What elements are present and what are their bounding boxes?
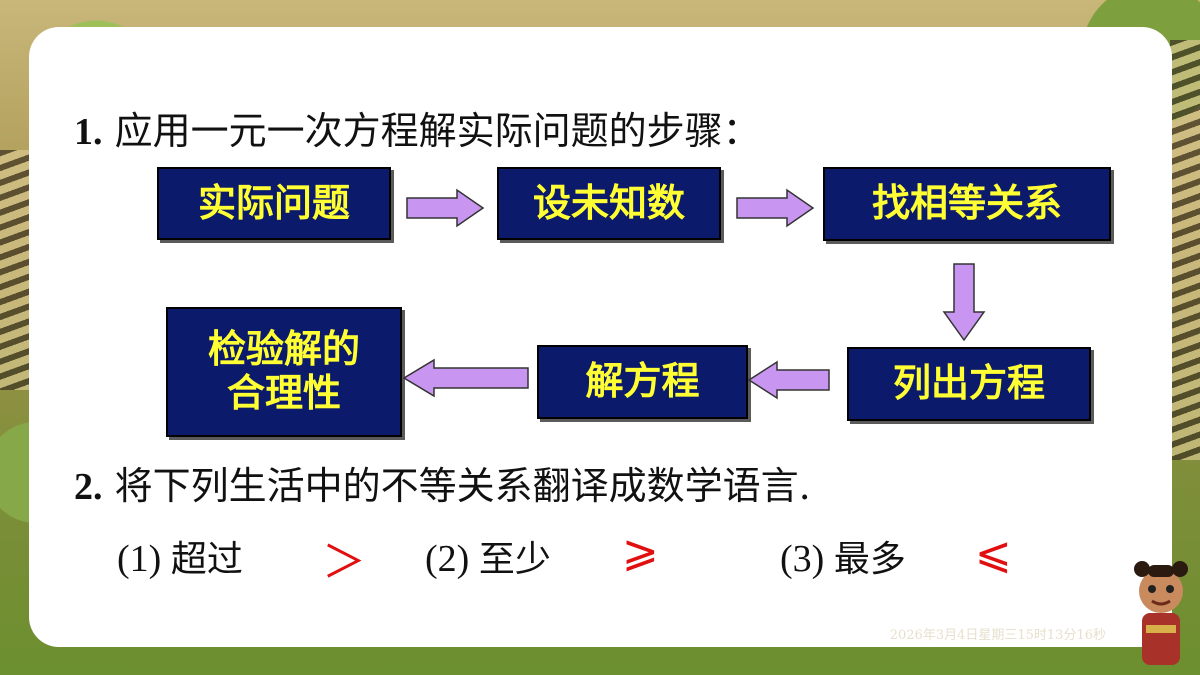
left-arrow-icon: [747, 360, 830, 400]
left-arrow-icon: [402, 358, 529, 398]
step-label: 解方程: [585, 359, 700, 404]
right-arrow-icon: [736, 188, 815, 228]
step-box-solve-equation: 解方程: [537, 345, 748, 419]
heading-1-number: 1.: [74, 111, 103, 153]
step-label-line2: 合理性: [226, 371, 341, 415]
step-label: 设未知数: [532, 180, 685, 225]
item-1: (1) 超过: [117, 530, 243, 582]
step-box-set-unknown: 设未知数: [497, 167, 721, 240]
item-1-label: (1): [117, 538, 162, 580]
step-label: 找相等关系: [871, 181, 1062, 226]
item-2: (2) 至少: [425, 530, 551, 582]
item-3-label: (3): [780, 538, 825, 580]
step-label: 列出方程: [892, 361, 1045, 406]
decor-right: [1170, 40, 1200, 460]
timestamp: 2026年3月4日星期三15时13分16秒: [889, 628, 1106, 643]
item-3: (3) 最多: [780, 530, 906, 582]
down-arrow-icon: [942, 263, 986, 342]
heading-2: 2. 将下列生活中的不等关系翻译成数学语言.: [74, 455, 811, 510]
step-box-actual-problem: 实际问题: [157, 167, 391, 240]
symbol-greater-equal: ⩾: [622, 526, 659, 577]
mascot-character-icon: [1134, 561, 1188, 665]
right-arrow-icon: [406, 188, 485, 228]
symbol-greater-than: ＞: [322, 537, 366, 588]
step-box-write-equation: 列出方程: [847, 347, 1091, 421]
step-box-verify: 检验解的 合理性: [166, 307, 402, 437]
symbol-less-equal: ⩽: [975, 528, 1012, 579]
step-box-find-equality: 找相等关系: [823, 167, 1111, 241]
heading-1: 1. 应用一元一次方程解实际问题的步骤：: [74, 100, 761, 155]
step-label: 实际问题: [197, 180, 350, 225]
item-2-label: (2): [425, 538, 470, 580]
heading-2-number: 2.: [74, 466, 103, 508]
step-label-line1: 检验解的: [207, 327, 360, 372]
item-1-word: 超过: [170, 539, 243, 580]
heading-1-text: 应用一元一次方程解实际问题的步骤：: [114, 109, 761, 153]
item-2-word: 至少: [478, 539, 551, 580]
item-3-word: 最多: [833, 539, 906, 580]
heading-2-text: 将下列生活中的不等关系翻译成数学语言.: [114, 464, 811, 508]
